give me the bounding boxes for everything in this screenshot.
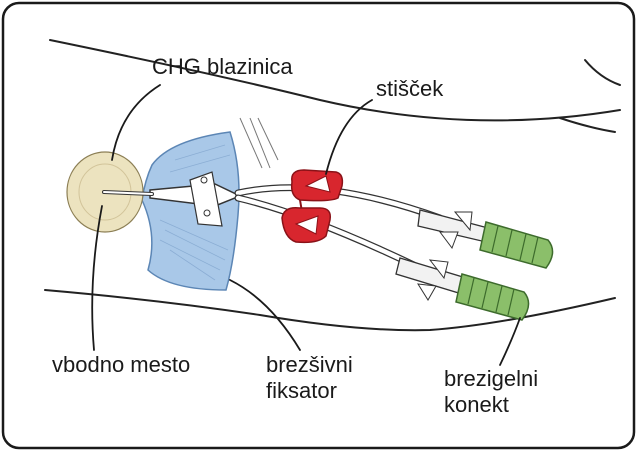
label-chg-pad: CHG blazinica bbox=[152, 54, 293, 80]
label-insertion-site: vbodno mesto bbox=[52, 352, 190, 378]
label-clamp: stišček bbox=[376, 76, 443, 102]
label-needleless-connector: brezigelni konekt bbox=[444, 366, 538, 418]
clamp-bottom bbox=[282, 208, 330, 243]
label-sutureless-fixator: brezšivni fiksator bbox=[266, 352, 353, 404]
